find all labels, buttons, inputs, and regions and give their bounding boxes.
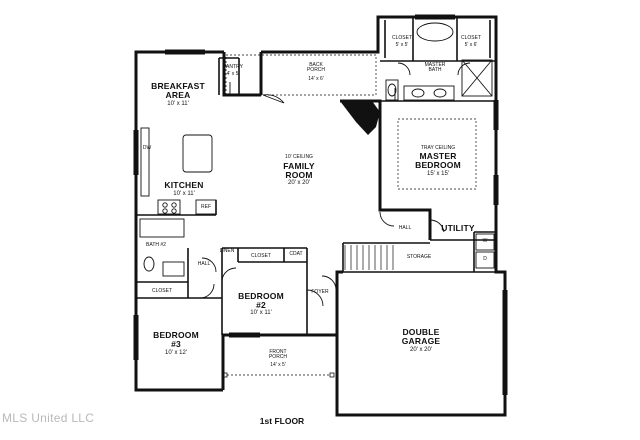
master-bedroom-label: MASTER BEDROOM	[415, 151, 461, 170]
dryer-label: D	[483, 256, 487, 262]
foyer-label: FOYER	[311, 289, 329, 295]
hall-left-label: HALL	[197, 261, 211, 267]
bath2-label: BATH #2	[146, 242, 166, 248]
family-room-dims: 20' x 20'	[288, 180, 310, 186]
washer-label: W	[482, 238, 488, 244]
doors	[199, 62, 471, 307]
pantry-label: PANTRY	[223, 64, 243, 70]
ceiling-lines	[225, 54, 477, 190]
back-porch-dims: 14' x 6'	[308, 76, 324, 82]
front-porch-label: FRONT PORCH	[268, 349, 288, 361]
closet-bedroom3-label: CLOSET	[151, 288, 173, 294]
kitchen-dims: 10' x 11'	[173, 191, 195, 197]
watermark: MLS United LLC	[2, 411, 95, 425]
windows	[133, 14, 508, 395]
closet-bedroom2-label: CLOSET	[250, 253, 272, 259]
bedroom2-label: BEDROOM #2	[238, 291, 284, 310]
breakfast-area-label: BREAKFAST AREA	[151, 81, 205, 100]
utility-label: UTILITY	[441, 223, 475, 233]
breakfast-area-dims: 10' x 11'	[167, 101, 189, 107]
bedroom2-dims: 10' x 11'	[250, 310, 272, 316]
cdat-label: CDAT	[289, 251, 303, 257]
porch-posts	[222, 372, 335, 378]
closet-left-dims: 5' x 5'	[395, 42, 409, 48]
master-bedroom-note: TRAY CEILING	[420, 145, 456, 151]
fireplace	[340, 101, 380, 135]
refrigerator-label: REF	[201, 204, 211, 210]
linen-label: LINEN	[219, 248, 235, 254]
stairs	[344, 245, 394, 270]
kitchen-label: KITCHEN	[164, 180, 204, 190]
closet-right-label: CLOSET	[460, 35, 482, 41]
bedroom3-label: BEDROOM #3	[153, 330, 199, 349]
floor-title: 1st FLOOR	[259, 416, 305, 426]
bedroom3-dims: 10' x 12'	[165, 350, 187, 356]
dishwasher-label: DW	[142, 145, 152, 151]
closet-left-label: CLOSET	[391, 35, 413, 41]
double-garage-label: DOUBLE GARAGE	[401, 327, 441, 346]
master-bath-label: MASTER BATH	[424, 62, 446, 74]
family-room-label: FAMILY ROOM	[283, 161, 315, 180]
back-porch-label: BACK PORCH	[306, 62, 326, 74]
master-bedroom-dims: 15' x 15'	[427, 171, 449, 177]
pantry-dims: 4' x 5'	[226, 71, 240, 77]
fixtures	[139, 22, 495, 277]
double-garage-dims: 20' x 20'	[410, 347, 432, 353]
family-room-note: 10' CEILING	[285, 154, 313, 160]
front-porch-dims: 14' x 5'	[270, 362, 286, 368]
storage-label: STORAGE	[406, 254, 432, 260]
closet-right-dims: 5' x 6'	[464, 42, 478, 48]
interior-walls	[136, 17, 496, 335]
hall-right-label: HALL	[398, 225, 412, 231]
